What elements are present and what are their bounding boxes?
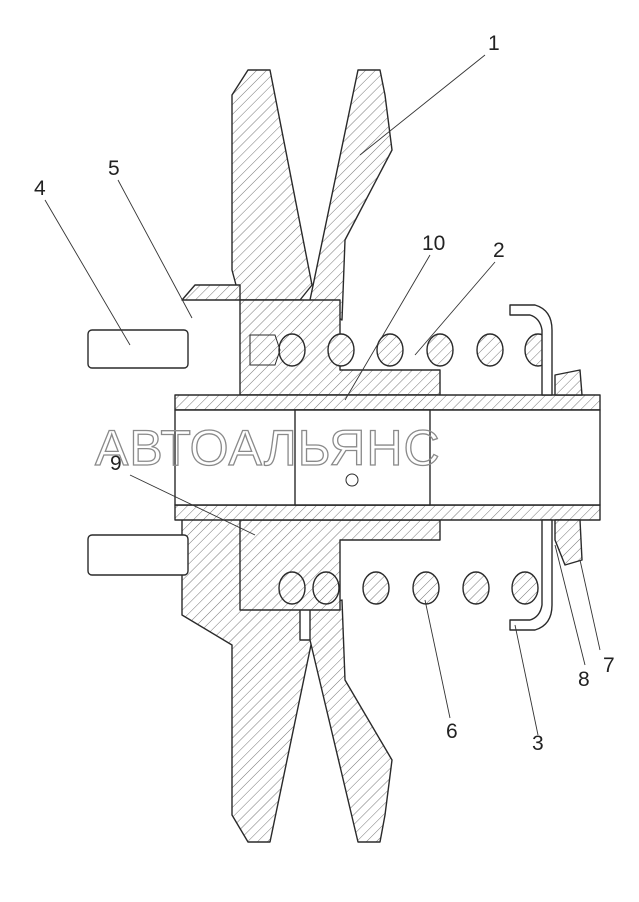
callout-labels: 1 2 3 4 5 6 7 8 9 10 [34,32,615,755]
watermark: АВТОАЛЬЯНС [95,420,441,476]
callout-3: 3 [532,732,544,755]
compression-spring [278,333,552,605]
callout-8: 8 [578,668,590,691]
callout-1: 1 [488,32,500,55]
shaft [174,394,601,521]
retaining-washer-nut [554,369,583,566]
callout-7: 7 [603,654,615,677]
leader-lines [44,54,601,736]
callout-5: 5 [108,157,120,180]
callout-4: 4 [34,177,46,200]
spring-cup [509,304,553,631]
bearing-detail [249,334,281,366]
callout-6: 6 [446,720,458,743]
callout-10: 10 [422,232,445,255]
drive-pins [87,329,189,576]
callout-2: 2 [493,239,505,262]
callout-9: 9 [110,452,122,475]
